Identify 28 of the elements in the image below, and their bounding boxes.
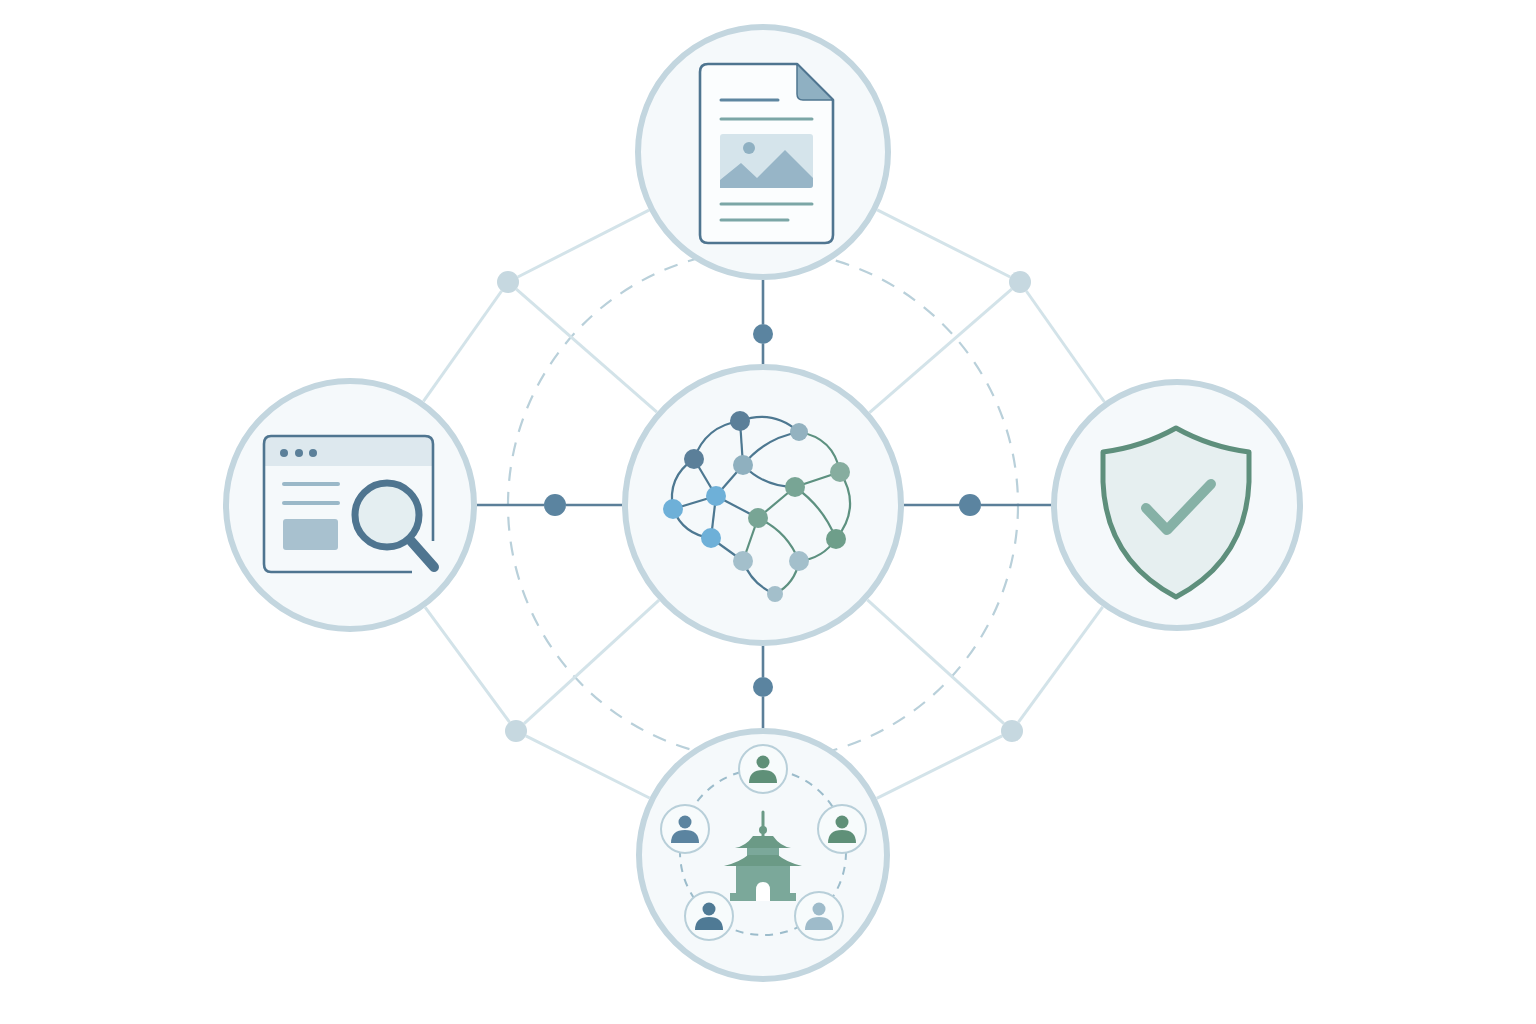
connector-line — [422, 290, 503, 403]
junction-dot — [544, 494, 566, 516]
connector-line — [761, 344, 765, 364]
junction-dot — [1001, 720, 1023, 742]
connector-line — [523, 599, 660, 725]
connector-line — [1017, 605, 1104, 723]
junction-dot — [753, 324, 773, 344]
connector-line — [424, 606, 511, 723]
connector-line — [981, 503, 1051, 507]
connector-line — [525, 734, 651, 800]
connector-line — [566, 503, 622, 507]
connector-line — [517, 208, 650, 279]
junction-dot — [753, 677, 773, 697]
connector-line — [876, 208, 1011, 279]
connector-line — [868, 288, 1013, 414]
connector-line — [876, 734, 1003, 800]
connector-line — [904, 503, 959, 507]
junction-dot — [1009, 271, 1031, 293]
connector-line — [515, 288, 658, 414]
connector-line — [1025, 290, 1106, 403]
connector-line — [761, 646, 765, 677]
connector-line — [477, 503, 544, 507]
junction-dot — [959, 494, 981, 516]
connector-line — [866, 598, 1005, 725]
junction-dot — [497, 271, 519, 293]
junction-dot — [505, 720, 527, 742]
connector-line — [761, 697, 765, 728]
connector-line — [761, 280, 765, 324]
